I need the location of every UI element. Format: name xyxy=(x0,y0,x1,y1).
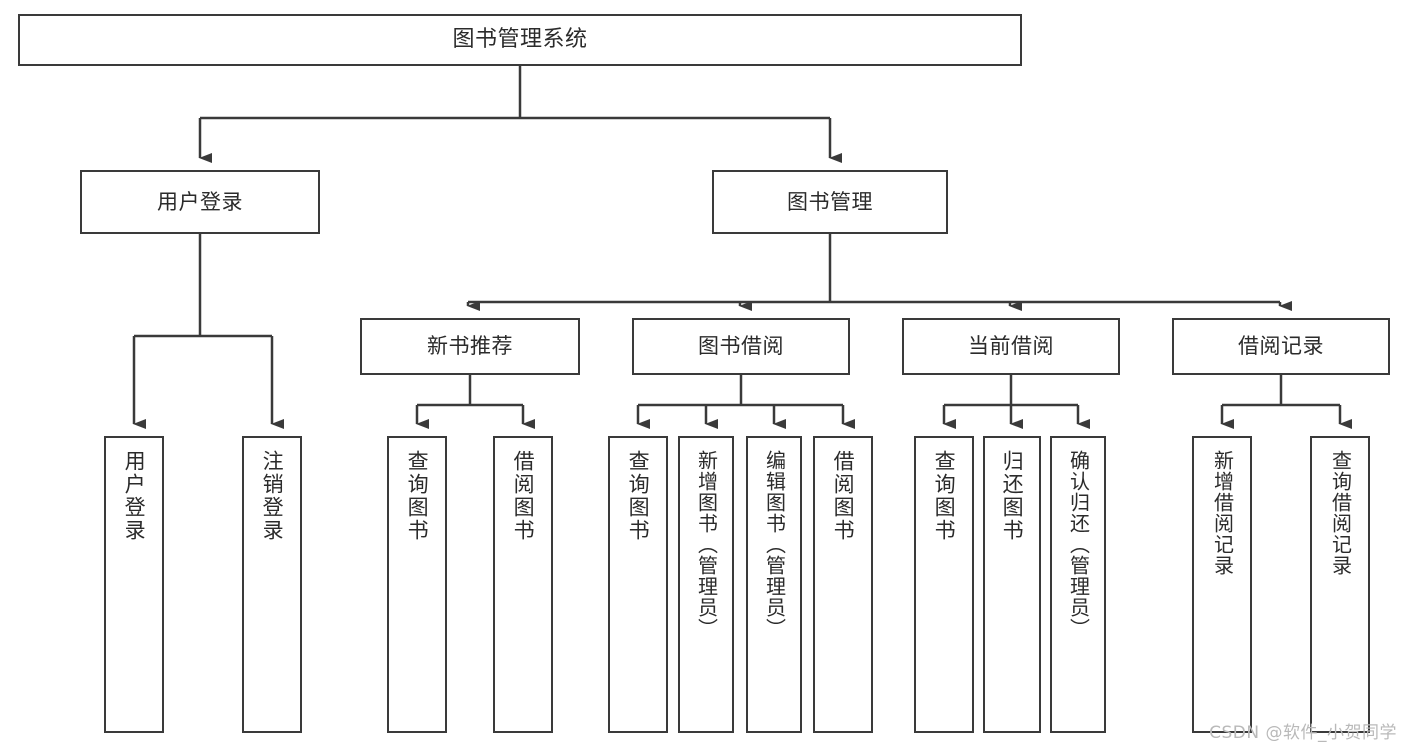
node-book-management[interactable]: 图书管理 xyxy=(712,170,948,234)
leaf-borrow-book[interactable]: 借阅图书 xyxy=(813,436,873,733)
leaf-confirm-return-admin[interactable]: 确认归还（管理员） xyxy=(1050,436,1106,733)
leaf-add-borrow-record-label: 新增借阅记录 xyxy=(1210,450,1235,576)
leaf-query-borrow-record[interactable]: 查询借阅记录 xyxy=(1310,436,1370,733)
leaf-add-book-admin[interactable]: 新增图书（管理员） xyxy=(678,436,734,733)
node-user-login[interactable]: 用户登录 xyxy=(80,170,320,234)
leaf-add-book-admin-label: 新增图书（管理员） xyxy=(694,450,719,639)
leaf-logout-label: 注销登录 xyxy=(260,450,285,542)
leaf-user-login[interactable]: 用户登录 xyxy=(104,436,164,733)
node-current-borrow-label: 当前借阅 xyxy=(968,334,1054,359)
leaf-borrow-book-recommend[interactable]: 借阅图书 xyxy=(493,436,553,733)
leaf-edit-book-admin-label: 编辑图书（管理员） xyxy=(762,450,787,639)
node-root-label: 图书管理系统 xyxy=(452,27,588,53)
leaf-query-book-current[interactable]: 查询图书 xyxy=(914,436,974,733)
watermark: CSDN @软件_小贺同学 xyxy=(1209,723,1397,743)
leaf-query-book-borrow-label: 查询图书 xyxy=(626,450,651,542)
leaf-query-book-recommend-label: 查询图书 xyxy=(405,450,430,542)
leaf-query-borrow-record-label: 查询借阅记录 xyxy=(1328,450,1353,576)
node-new-book-recommend-label: 新书推荐 xyxy=(427,334,513,359)
leaf-return-book[interactable]: 归还图书 xyxy=(983,436,1041,733)
node-new-book-recommend[interactable]: 新书推荐 xyxy=(360,318,580,375)
leaf-confirm-return-admin-label: 确认归还（管理员） xyxy=(1066,450,1091,639)
leaf-query-book-recommend[interactable]: 查询图书 xyxy=(387,436,447,733)
node-root[interactable]: 图书管理系统 xyxy=(18,14,1022,66)
leaf-borrow-book-recommend-label: 借阅图书 xyxy=(511,450,536,542)
leaf-borrow-book-label: 借阅图书 xyxy=(831,450,856,542)
leaf-edit-book-admin[interactable]: 编辑图书（管理员） xyxy=(746,436,802,733)
node-book-borrow[interactable]: 图书借阅 xyxy=(632,318,850,375)
node-book-borrow-label: 图书借阅 xyxy=(698,334,784,359)
node-current-borrow[interactable]: 当前借阅 xyxy=(902,318,1120,375)
leaf-add-borrow-record[interactable]: 新增借阅记录 xyxy=(1192,436,1252,733)
leaf-query-book-current-label: 查询图书 xyxy=(932,450,957,542)
leaf-query-book-borrow[interactable]: 查询图书 xyxy=(608,436,668,733)
node-borrow-record-label: 借阅记录 xyxy=(1238,334,1324,359)
leaf-user-login-label: 用户登录 xyxy=(122,450,147,542)
node-borrow-record[interactable]: 借阅记录 xyxy=(1172,318,1390,375)
node-book-management-label: 图书管理 xyxy=(787,189,873,214)
leaf-logout[interactable]: 注销登录 xyxy=(242,436,302,733)
leaf-return-book-label: 归还图书 xyxy=(1000,450,1025,542)
node-user-login-label: 用户登录 xyxy=(157,189,243,214)
